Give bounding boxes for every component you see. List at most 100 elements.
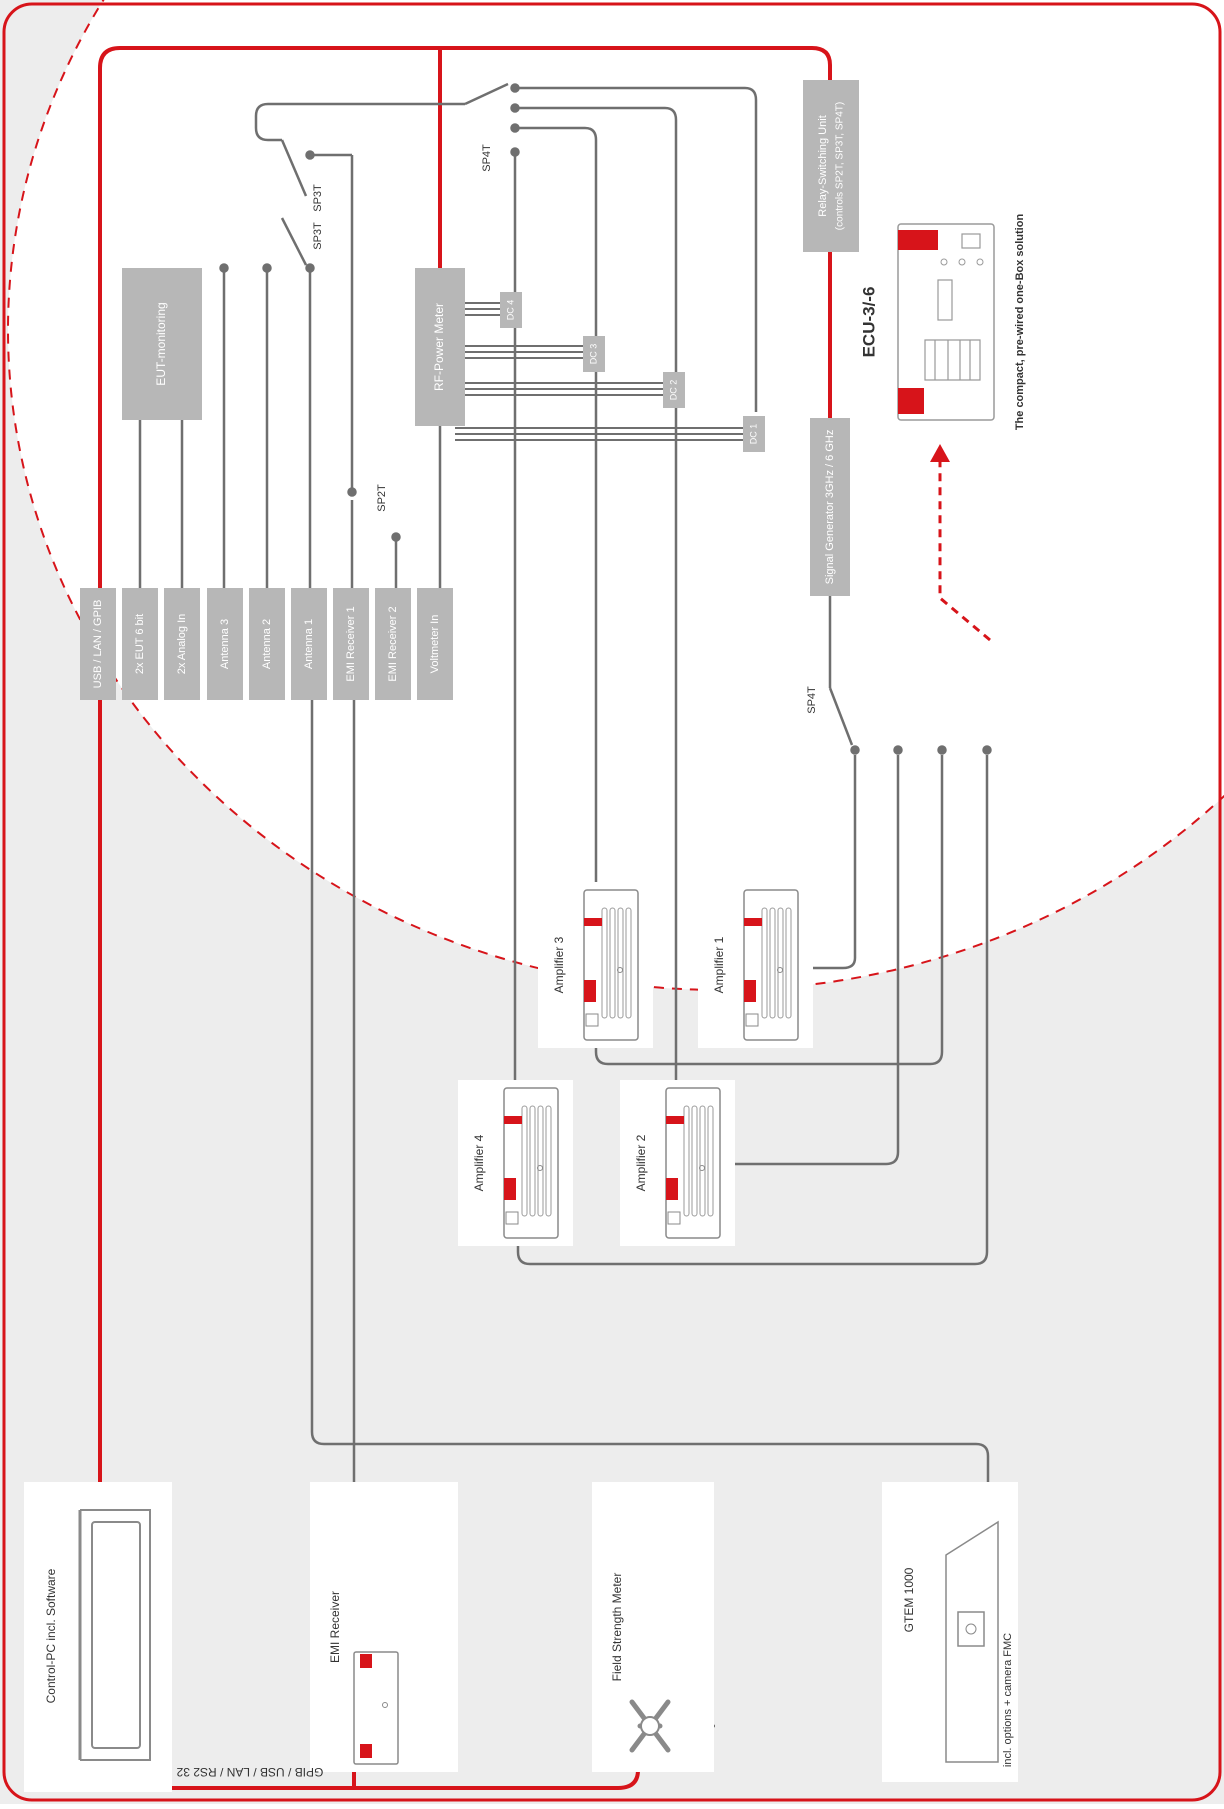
amplifier-port (667, 1211, 681, 1225)
amplifier-led-top (504, 1116, 522, 1124)
wire-sp4t-amp2 (735, 755, 900, 1166)
amplifier-vent-slot (617, 907, 624, 1019)
sp3t-upper-blade (280, 139, 308, 197)
gtem-device: GTEM 1000 incl. options + camera FMC (882, 1482, 1018, 1782)
sp4t-top-blade (464, 82, 509, 106)
sp4t-top-pole-3 (510, 123, 520, 133)
ecu-knob-2 (958, 258, 966, 266)
relay-unit-label-line1: Relay-Switching Unit (817, 115, 829, 216)
amplifier-label: Amplifier 3 (552, 936, 566, 993)
sp3t-lower-blade (280, 217, 308, 266)
dc3-box (583, 336, 605, 372)
control-pc-label: Control-PC incl. Software (44, 1568, 58, 1703)
amplifier-vent-slot (761, 907, 768, 1019)
connector-blocks: USB / LAN / GPIB 2x EUT 6 bit 2x Analog In… (80, 588, 453, 700)
amplifier-led-top (744, 918, 762, 926)
amplifier-unit (743, 889, 799, 1041)
dc2-label: DC 2 (668, 380, 678, 401)
product-name: ECU-3/-6 (859, 287, 878, 358)
pointer-arrow-path (938, 452, 991, 642)
connector-usb-lan-gpib: USB / LAN / GPIB (80, 588, 116, 700)
connector-label-eut-bit: 2x EUT 6 bit (134, 614, 146, 674)
sp2t-pole-b (391, 532, 401, 542)
amplifier-vent-slot (769, 907, 776, 1019)
dc2-box (663, 372, 685, 408)
amplifier-led-bottom (666, 1178, 678, 1200)
connector-label-antenna-2: Antenna 2 (261, 619, 273, 669)
amplifier-vent-slot (537, 1105, 544, 1217)
connector-label-antenna-3: Antenna 3 (219, 619, 231, 669)
amplifier-2-card: Amplifier 1 (698, 882, 813, 1048)
amplifier-unit (503, 1087, 559, 1239)
connector-label-emi-receiver-1: EMI Receiver 1 (345, 606, 357, 681)
control-pc-card (24, 1482, 172, 1792)
amplifier-label: Amplifier 4 (472, 1134, 486, 1191)
connector-label-voltmeter-in: Voltmeter In (429, 615, 441, 674)
amplifier-led-bottom (744, 980, 756, 1002)
amplifier-port (505, 1211, 519, 1225)
amplifier-4-card: Amplifier 2 (620, 1080, 735, 1246)
connector-label-analog-in: 2x Analog In (176, 614, 188, 675)
ecu-device-illustration (897, 223, 995, 421)
emi-receiver-knob (382, 1702, 388, 1708)
field-strength-label: Field Strength Meter (610, 1573, 624, 1682)
coupler-dc2: DC 2 (663, 372, 685, 408)
wire-sp4t-amp3 (594, 755, 944, 1066)
sp4t-bottom-blade (828, 687, 854, 746)
amplifier-vent-slot (707, 1105, 714, 1217)
amplifier-port (585, 1013, 599, 1027)
ecu-knob-1 (940, 258, 948, 266)
connector-label-emi-receiver-2: EMI Receiver 2 (387, 606, 399, 681)
connector-box-voltmeter-in (417, 588, 453, 700)
amplifier-led-bottom (504, 1178, 516, 1200)
gtem-label: GTEM 1000 (902, 1567, 916, 1632)
ecu-led-top (898, 230, 938, 250)
connector-box-antenna-1 (291, 588, 327, 700)
sp4t-top-pole-2 (510, 103, 520, 113)
amplifier-knob (617, 967, 623, 973)
connector-box-antenna-2 (249, 588, 285, 700)
sp4t-bottom-pole-3 (937, 745, 947, 755)
dc4-box (500, 292, 522, 328)
amplifier-vent-slot (529, 1105, 536, 1217)
connector-antenna-2: Antenna 2 (249, 588, 285, 700)
antenna3-contact (219, 263, 229, 273)
amplifier-vent-slot (521, 1105, 528, 1217)
connector-box-usb-lan-gpib (80, 588, 116, 700)
ecu-knob-3 (976, 258, 984, 266)
connector-antenna-3: Antenna 3 (207, 588, 243, 700)
sp2t-pole-a (347, 487, 357, 497)
sp4t-top-pole-4 (510, 147, 520, 157)
amplifier-1-card: Amplifier 3 (538, 882, 653, 1048)
red-bus (98, 46, 832, 1790)
wire-sp4t-pole-amp2 (515, 106, 678, 1080)
wire-sp4t-amp1 (813, 755, 857, 970)
bus-label: GPIB / USB / LAN / RS2 32 (176, 1765, 323, 1779)
amplifier-vent-slot (785, 907, 792, 1019)
ecu-vent (924, 339, 981, 381)
gray-wiring (138, 86, 990, 1728)
laptop-lid-outline (80, 1509, 151, 1761)
connector-emi-receiver-2: EMI Receiver 2 (375, 588, 411, 700)
pointer-arrowhead (930, 444, 950, 462)
gtem-note: incl. options + camera FMC (1002, 1633, 1014, 1767)
rf-power-meter-label: RF-Power Meter (432, 303, 446, 391)
switch-contacts (219, 82, 992, 755)
emi-receiver-label: EMI Receiver (328, 1591, 342, 1663)
ecu-led-bottom (898, 388, 924, 414)
amplifier-unit (665, 1087, 721, 1239)
amplifier-label: Amplifier 2 (634, 1134, 648, 1191)
amplifier-vent-slot (691, 1105, 698, 1217)
dc1-label: DC 1 (748, 424, 758, 445)
sp3t-label-b: SP3T (312, 184, 324, 212)
connector-emi-receiver-1: EMI Receiver 1 (333, 588, 369, 700)
amplifier-led-bottom (584, 980, 596, 1002)
emi-receiver-led-bottom (360, 1744, 372, 1758)
sp3t-pole-antenna1 (305, 263, 315, 273)
amplifier-vent-slot (545, 1105, 552, 1217)
relay-unit-box (803, 80, 859, 252)
amplifier-led-top (584, 918, 602, 926)
wire-sp4t-pole-amp3 (515, 126, 598, 882)
wire-antenna1-gtem (310, 700, 990, 1482)
